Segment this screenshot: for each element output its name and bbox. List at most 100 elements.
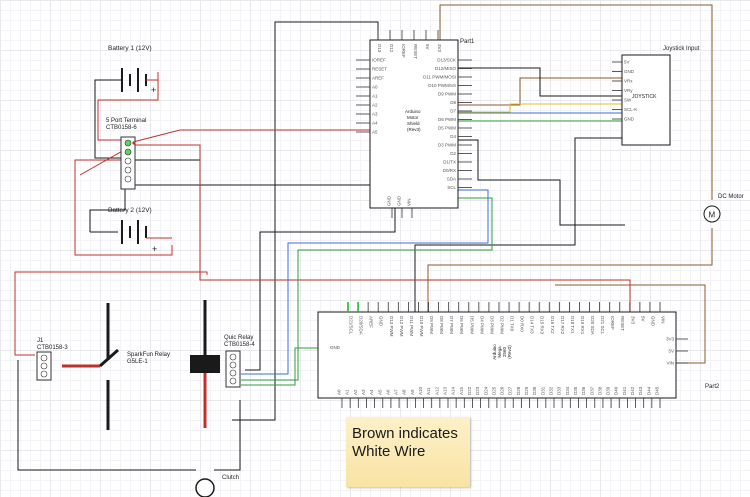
shield-left-pin-label: A1 (372, 94, 378, 99)
mega-top-pin-label: D20/SDA (359, 316, 364, 335)
wire-brown-motor-bottom[interactable] (427, 228, 713, 312)
relay-name: SparkFun Relay (127, 352, 170, 358)
mega-title-2: Mega (497, 346, 502, 358)
wire-blue-quic[interactable] (241, 189, 489, 375)
mega-top-pin-label: D3 PWM (489, 316, 494, 334)
arduino-mega[interactable]: Part2 Arduino Mega 2560 (Rev3) GND D21/S… (317, 302, 720, 408)
j1-terminal[interactable]: J1 CTB0158-3 (36, 338, 68, 381)
shield-top-pin-label: D13 (377, 44, 382, 53)
relay-coil[interactable] (190, 300, 220, 428)
note-line-1: Brown indicates (352, 425, 458, 442)
clutch[interactable]: Clutch (195, 475, 239, 497)
shield-left-pin-label: IOREF (372, 58, 386, 63)
mega-top-pin-label: 5V (640, 316, 645, 322)
wire-black-shield-gnd[interactable] (245, 208, 396, 371)
wire-red-terminal[interactable] (135, 144, 631, 312)
wire-green-mega-left[interactable] (241, 347, 318, 386)
mega-bottom-pin-label: D45 (655, 386, 660, 395)
wire-black-joystick-gnd[interactable] (458, 67, 622, 97)
mega-bottom-pin-label: D28 (516, 386, 521, 395)
wire-black-clutch-right[interactable] (214, 400, 241, 471)
j1-part: CTB0158-3 (37, 345, 68, 351)
dc-motor[interactable]: DC Motor M (703, 194, 744, 223)
mega-title-4: (Rev3) (507, 345, 512, 359)
mega-top-pin-label: VIN (661, 316, 666, 324)
mega-bottom-pin-label: D43 (638, 386, 643, 395)
shield-bottom-pin-label: GND (397, 195, 402, 206)
note-line-2: White Wire (352, 443, 426, 460)
mega-top-pin-label: D18 TX1 (570, 316, 575, 334)
wire-brown-joystick[interactable] (458, 77, 622, 106)
mega-bottom-pin-label: D26 (500, 386, 505, 395)
battery-1[interactable]: Battery 1 (12V) + (108, 45, 158, 95)
wire-green-quic[interactable] (241, 197, 493, 381)
wire-black-battery1[interactable] (94, 79, 122, 159)
wires (14, 4, 713, 471)
mega-bottom-pin-label: D37 (589, 386, 594, 395)
shield-title-1: Arduino (405, 109, 421, 114)
battery-2-label: Battery 2 (12V) (108, 207, 152, 214)
shield-title-3: Shield (407, 121, 420, 126)
shield-left-pin-label: AREF (372, 76, 384, 81)
mega-top-pin-label: D20 SDA (590, 316, 595, 335)
wire-black-shield-right[interactable] (458, 139, 625, 226)
mega-bottom-pin-label: A4 (369, 389, 374, 395)
mega-part-label: Part2 (705, 384, 720, 390)
wire-black-battery2[interactable] (89, 180, 126, 232)
mega-top-pin-label: IOREF (610, 316, 615, 330)
mega-bottom-pin-label: D23 (475, 386, 480, 395)
mega-bottom-pin-label: A3 (361, 389, 366, 395)
mega-bottom-pin-label: D22 (467, 386, 472, 395)
joystick-pin-label: 5V (624, 60, 630, 65)
wire-red-terminal-top[interactable] (132, 129, 370, 143)
wire-red-j1[interactable] (14, 271, 208, 356)
wire-red-battery1[interactable] (97, 72, 159, 141)
battery-1-label: Battery 1 (12V) (108, 45, 152, 52)
mega-bottom-pin-label: D33 (557, 386, 562, 395)
quic-relay[interactable]: Quic Relay CTB0158-4 (224, 335, 255, 388)
wire-black-clutch[interactable] (17, 360, 196, 471)
shield-right-pin-label: D7 (450, 109, 456, 114)
shield-top-pin-label: IOREF (401, 44, 406, 58)
shield-right-pin-label: D1/TX (443, 160, 456, 165)
shield-right-pin-label: D13/SCK (437, 58, 456, 63)
mega-bottom-pin-label: A13 (443, 386, 448, 395)
battery-2[interactable]: Battery 2 (12V) + (90, 207, 172, 254)
quic-relay-part: CTB0158-4 (224, 342, 255, 348)
mega-bottom-pin-label: A2 (353, 389, 358, 395)
joystick-pin-label: VRy (624, 88, 633, 93)
mega-right-pin-label: VIN (666, 361, 674, 366)
mega-top-pin-label: RESET (620, 316, 625, 331)
wire-black-joystick-gnd2[interactable] (414, 137, 622, 312)
mega-top-pin-label: D19 RX1 (580, 316, 585, 335)
mega-bottom-pin-label: D44 (646, 386, 651, 395)
mega-bottom-pin-label: A14 (451, 386, 456, 395)
joystick-pin-label: VRx (624, 79, 633, 84)
wire-yellow-joystick[interactable] (458, 103, 622, 113)
motor-symbol: M (709, 211, 716, 220)
mega-top-pin-label: D14 TX3 (530, 316, 535, 334)
shield-left-pin-label: A5 (372, 130, 378, 135)
mega-top-pin-label: D2 PWM (499, 316, 504, 334)
mega-bottom-pin-label: A12 (434, 386, 439, 395)
sparkfun-relay[interactable]: SparkFun Relay G5LE-1 (62, 303, 170, 430)
mega-bottom-pin-label: A8 (402, 389, 407, 395)
mega-top-pin-label: 3V3 (630, 316, 635, 325)
shield-right-pin-label: D12/MISO (435, 66, 457, 71)
motor-shield[interactable]: Part1 Arduino Motor Shield (Rev3) IOREFR… (356, 30, 475, 218)
shield-right-pin-label: SDA (447, 177, 456, 182)
terminal-5port[interactable]: 5 Port Terminal CTB0158-6 (106, 118, 146, 190)
battery-2-plus: + (152, 244, 157, 254)
wire-brown-shield-top[interactable] (439, 4, 713, 200)
mega-bottom-pin-label: D36 (581, 386, 586, 395)
wire-red-battery2[interactable] (74, 159, 173, 256)
shield-right-pin-label: D11 PWM/MOSI (423, 75, 456, 80)
joystick[interactable]: Joystick Input JOYSTICK 5VGNDVRxVRySWSCL… (612, 46, 700, 146)
mega-top-pin-label: D21 SCL (600, 316, 605, 335)
wire-black-shield-top[interactable] (232, 21, 379, 421)
mega-left-pin: GND (330, 345, 341, 350)
wire-black-terminal[interactable] (135, 159, 201, 240)
shield-bottom-pin-label: VIN (407, 198, 412, 206)
shield-top-pin-label: D12 (389, 44, 394, 53)
